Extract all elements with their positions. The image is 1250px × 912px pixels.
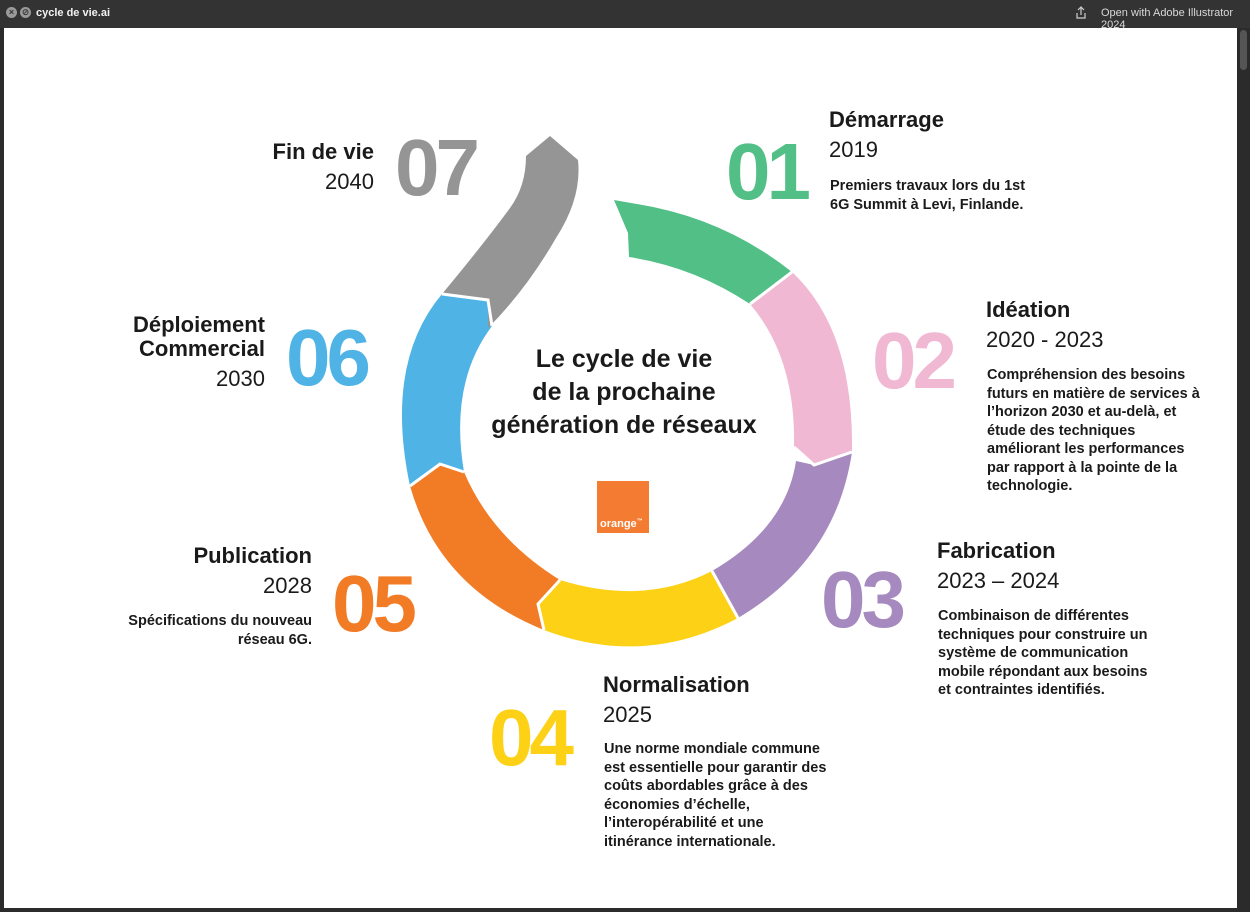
step-03-year: 2023 – 2024 <box>937 568 1060 593</box>
segment-05-orange <box>410 464 560 630</box>
share-icon[interactable] <box>1074 6 1088 20</box>
step-07-number: 07 <box>395 123 480 212</box>
infographic: Le cycle de vie de la prochaine générati… <box>4 28 1237 908</box>
segment-03-purple <box>712 452 852 618</box>
center-title-line: de la prochaine <box>532 378 716 406</box>
step-05-number: 05 <box>332 559 417 648</box>
scrollbar-thumb[interactable] <box>1240 30 1247 70</box>
segment-01-green <box>614 200 792 304</box>
segment-06-blue <box>401 294 492 486</box>
center-title-line: Le cycle de vie <box>535 345 713 373</box>
cycle-ring <box>401 136 853 647</box>
step-02-title: Idéation <box>986 297 1071 322</box>
step-03-title: Fabrication <box>937 538 1056 563</box>
logo-text: orange™ <box>600 518 643 530</box>
step-04-number: 04 <box>489 693 574 782</box>
step-06-number: 06 <box>286 313 371 402</box>
step-06-year: 2030 <box>216 366 265 391</box>
step-03-number: 03 <box>821 555 906 644</box>
close-icon[interactable]: × <box>6 7 17 18</box>
step-01-number: 01 <box>726 127 811 216</box>
orange-logo: orange™ <box>597 481 649 533</box>
center-title: Le cycle de vie de la prochaine générati… <box>474 343 774 442</box>
step-05-year: 2028 <box>263 573 312 598</box>
step-07-title: Fin de vie <box>272 139 374 164</box>
step-07-year: 2040 <box>325 169 374 194</box>
center-title-line: génération de réseaux <box>491 411 757 439</box>
step-02-year: 2020 - 2023 <box>986 327 1104 352</box>
step-04-year: 2025 <box>603 702 652 727</box>
stop-icon[interactable]: ⊘ <box>20 7 31 18</box>
step-05-title: Publication <box>193 543 312 568</box>
step-02-number: 02 <box>872 316 957 405</box>
step-04-title: Normalisation <box>603 672 750 697</box>
scrollbar[interactable] <box>1238 28 1250 908</box>
step-01-year: 2019 <box>829 137 878 162</box>
document-canvas: Le cycle de vie de la prochaine générati… <box>4 28 1237 908</box>
segment-07-gray <box>442 136 579 328</box>
segment-02-pink <box>750 272 853 465</box>
window-title: cycle de vie.ai <box>36 7 110 19</box>
step-01-title: Démarrage <box>829 107 944 132</box>
window-titlebar: × ⊘ cycle de vie.ai Open with Adobe Illu… <box>0 0 1250 31</box>
segment-04-yellow <box>538 571 738 647</box>
